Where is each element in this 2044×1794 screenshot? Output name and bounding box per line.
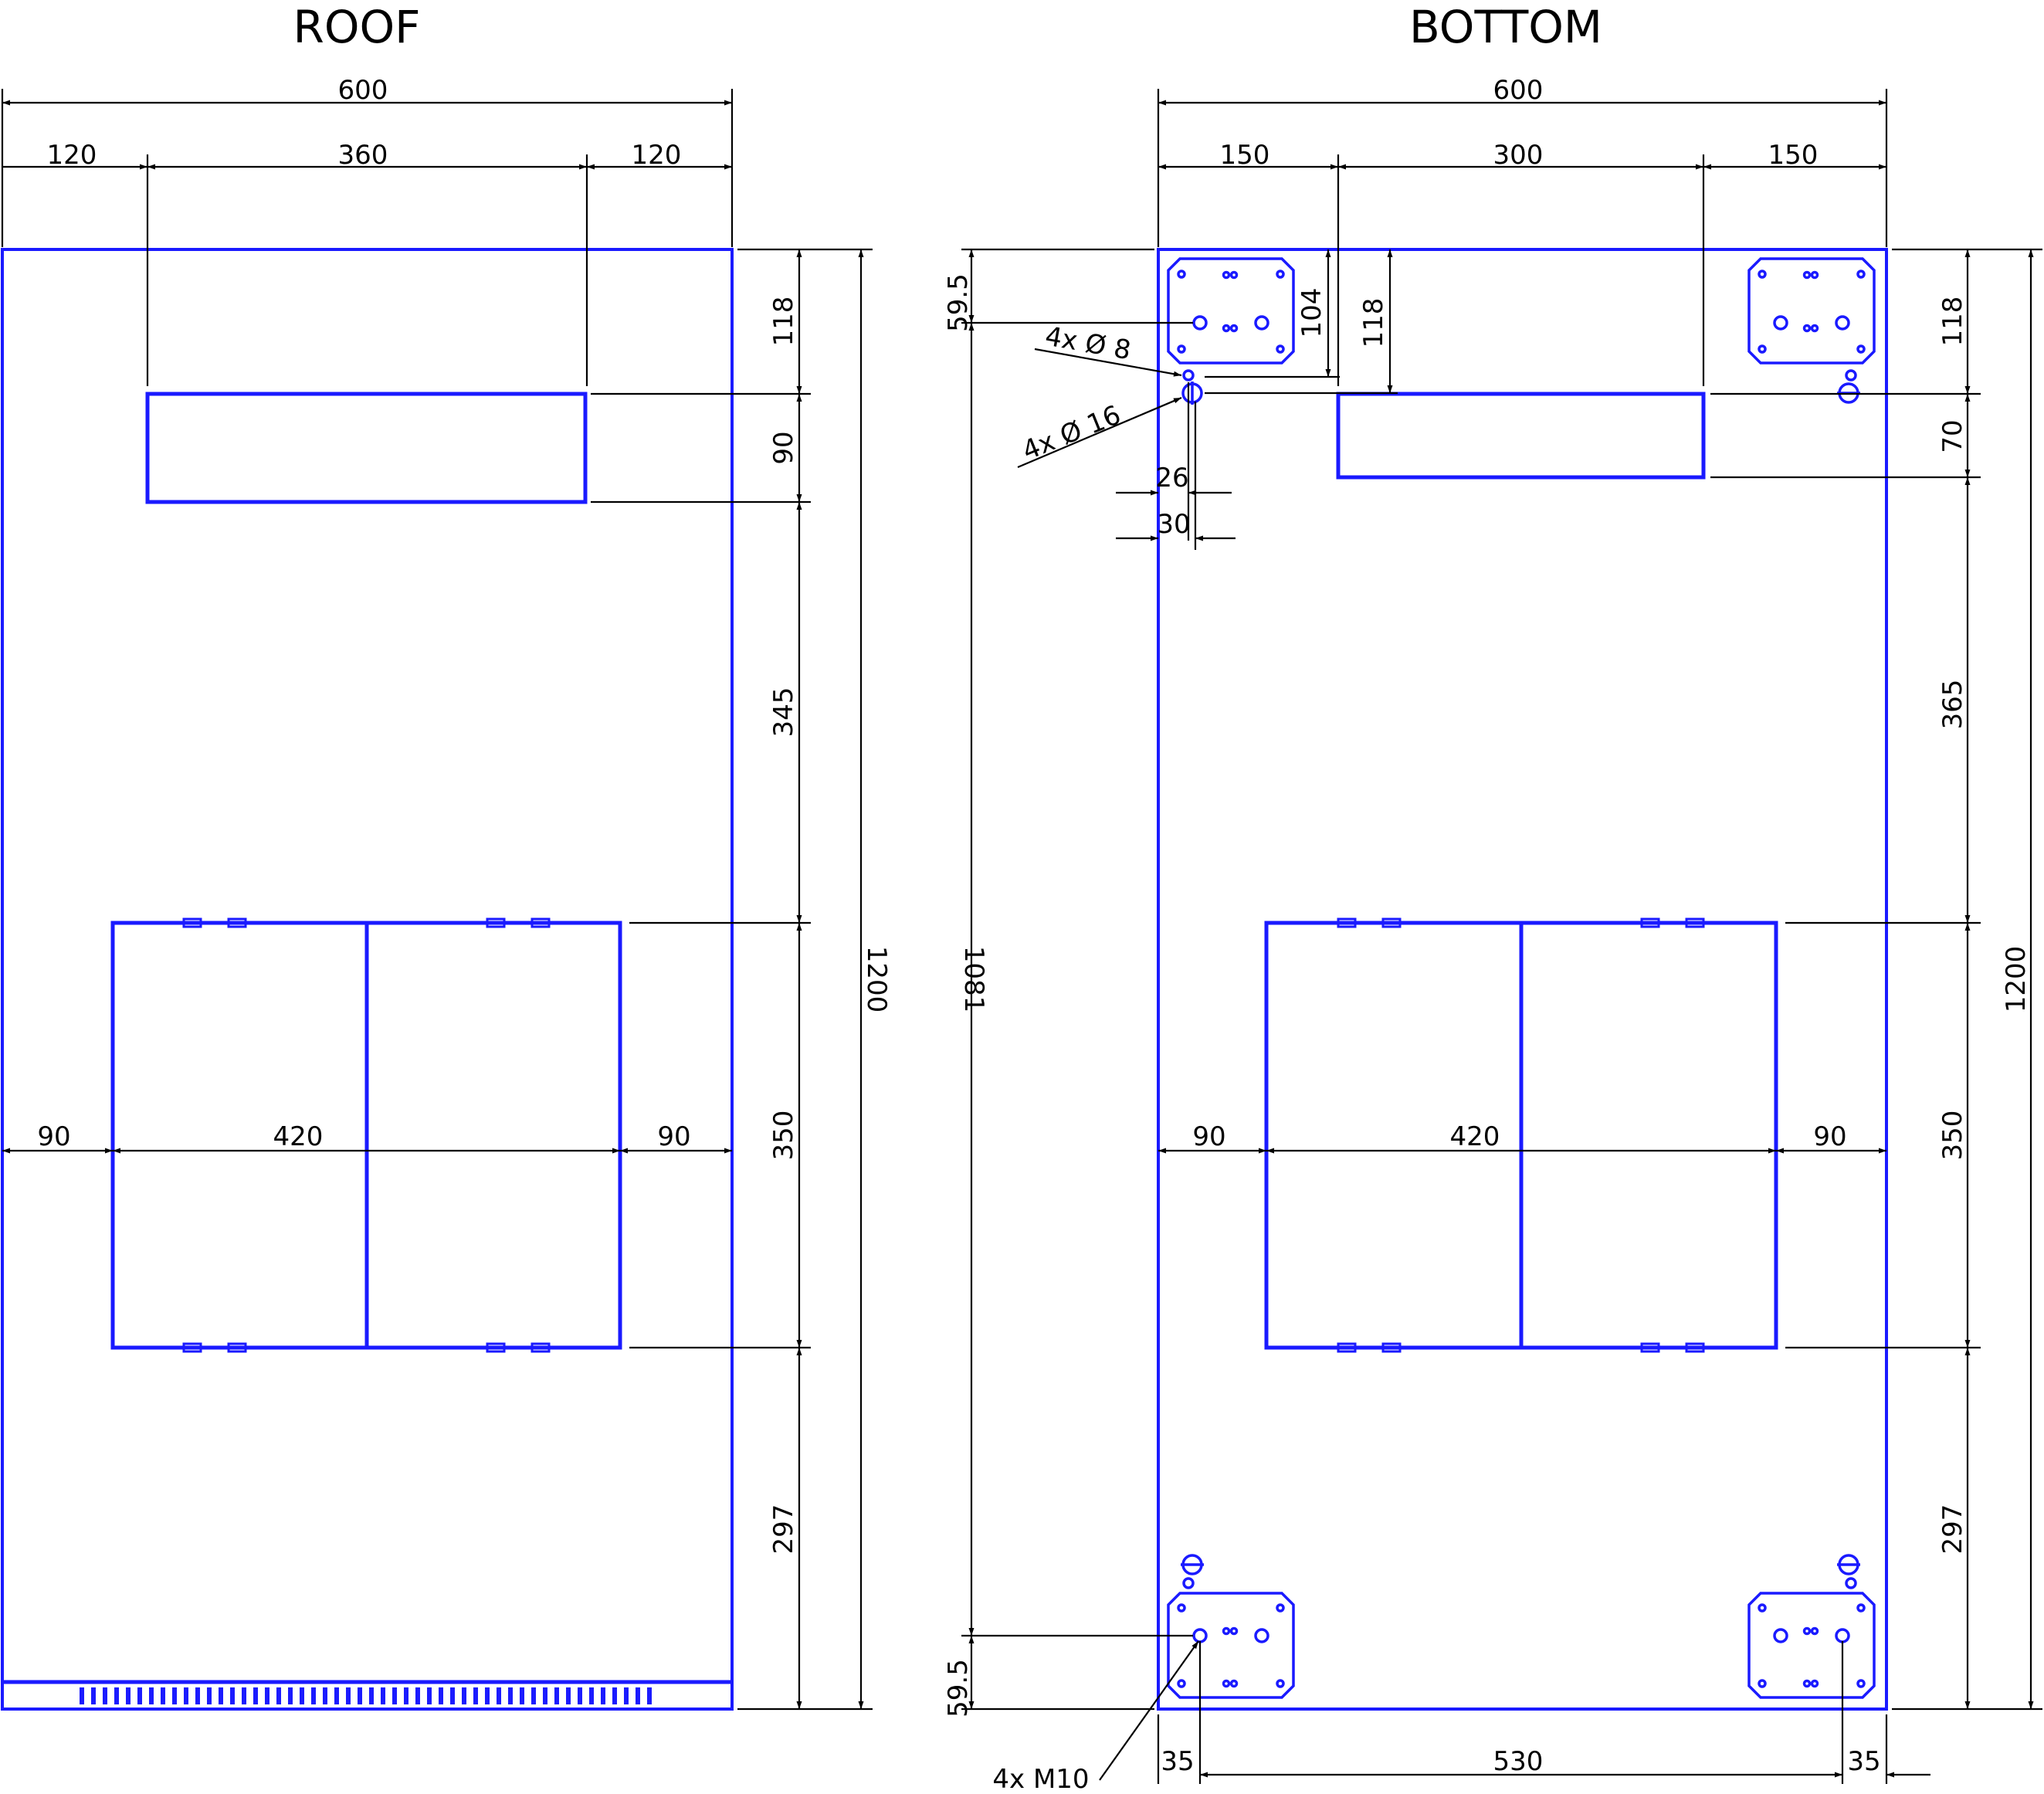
callout-4x-d16: 4x Ø 16 <box>1018 399 1125 466</box>
hole-callout-leaders <box>1017 348 1182 469</box>
callout-4x-m10: 4x M10 <box>992 1764 1089 1794</box>
bottom-dim-1200: 1200 <box>2001 946 2032 1013</box>
roof-dim-90-left: 90 <box>37 1121 70 1152</box>
bottom-dim-30: 30 <box>1157 509 1190 540</box>
bottom-cable-opening <box>1336 392 1706 480</box>
roof-height-dimensions <box>591 248 873 1711</box>
bottom-dim-35-right: 35 <box>1847 1746 1880 1777</box>
roof-cable-opening <box>145 392 588 504</box>
bolt-spacing-dimensions <box>1157 1641 1930 1784</box>
roof-dim-420: 420 <box>273 1121 324 1152</box>
bottom-dim-26: 26 <box>1155 463 1188 493</box>
bottom-outline <box>1157 248 1888 1711</box>
bottom-dim-90-right: 90 <box>1813 1121 1846 1152</box>
roof-title: ROOF <box>293 1 421 53</box>
bottom-view: 600 150 300 150 104 118 4x Ø 8 4x Ø 16 <box>943 75 2042 1794</box>
roof-duct-cutout <box>110 917 622 1353</box>
bottom-dim-365: 365 <box>1937 680 1968 730</box>
bottom-dim-297: 297 <box>1937 1504 1968 1555</box>
bottom-dim-300: 300 <box>1493 140 1544 171</box>
bottom-dim-420: 420 <box>1450 1121 1500 1152</box>
foot-plate-top-right <box>1747 257 1876 365</box>
foot-plate-top-left <box>1167 257 1295 365</box>
roof-dim-120-right: 120 <box>632 140 682 171</box>
bottom-left-vertical-dimensions <box>961 248 1193 1711</box>
bottom-inner-dimensions <box>1205 249 1398 395</box>
bottom-dim-118: 118 <box>1937 297 1968 347</box>
foot-plate-bottom-right <box>1747 1592 1876 1699</box>
roof-outline <box>1 248 734 1711</box>
roof-vent-slots <box>80 1687 652 1704</box>
bottom-dim-350: 350 <box>1937 1111 1968 1161</box>
bolt-callout-leader <box>1099 1640 1199 1781</box>
roof-dim-118: 118 <box>768 297 799 347</box>
roof-dim-90-vertical: 90 <box>768 431 799 464</box>
bottom-dim-35-left: 35 <box>1161 1746 1194 1777</box>
bottom-width-dimensions <box>1157 89 1888 386</box>
roof-dim-120-left: 120 <box>47 140 97 171</box>
bottom-duct-cutout <box>1264 917 1778 1353</box>
roof-dim-1200: 1200 <box>861 946 892 1013</box>
bottom-title: BOTTOM <box>1409 1 1602 53</box>
bottom-dim-59-5-bottom: 59.5 <box>943 1659 974 1718</box>
roof-dim-360: 360 <box>338 140 388 171</box>
bottom-dim-59-5-top: 59.5 <box>943 273 974 332</box>
foot-plate-bottom-left <box>1167 1592 1295 1699</box>
bottom-dim-90-left: 90 <box>1192 1121 1225 1152</box>
bottom-dim-104: 104 <box>1297 288 1327 338</box>
bottom-dim-70: 70 <box>1937 419 1968 453</box>
bottom-dim-150-right: 150 <box>1768 140 1819 171</box>
bottom-right-vertical-dimensions <box>1710 248 2042 1711</box>
bottom-dim-118-inner: 118 <box>1358 298 1389 348</box>
roof-view: 600 120 360 120 118 90 345 350 297 1200 <box>1 75 892 1711</box>
bottom-dim-530: 530 <box>1493 1746 1544 1777</box>
bottom-dim-150-left: 150 <box>1220 140 1270 171</box>
bottom-dim-600: 600 <box>1493 75 1544 106</box>
roof-dim-350: 350 <box>768 1111 799 1161</box>
roof-dim-600: 600 <box>338 75 388 106</box>
roof-dim-90-right: 90 <box>657 1121 690 1152</box>
hole-offset-dimensions <box>1116 382 1236 550</box>
roof-width-dimensions <box>1 89 734 386</box>
bottom-dim-1081: 1081 <box>958 946 989 1013</box>
roof-dim-297: 297 <box>768 1504 799 1555</box>
roof-dim-345: 345 <box>768 687 799 738</box>
